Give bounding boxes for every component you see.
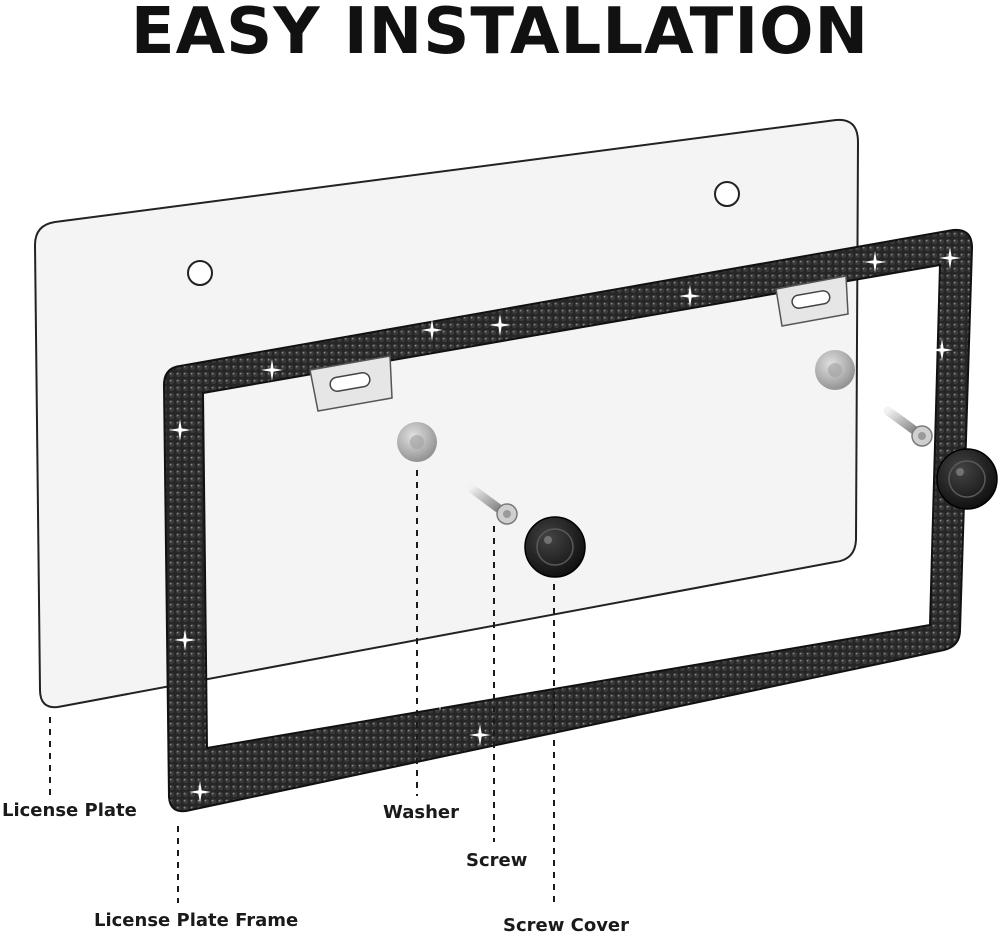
license-plate bbox=[35, 120, 858, 707]
washer-left bbox=[397, 422, 437, 462]
screw-cover-right bbox=[937, 449, 997, 509]
plate-mounting-hole-right bbox=[715, 182, 739, 206]
screw-cover-center bbox=[525, 517, 585, 577]
license-plate-frame-label: License Plate Frame bbox=[94, 910, 298, 931]
washer-label: Washer bbox=[383, 802, 459, 823]
plate-mounting-hole-left bbox=[188, 261, 212, 285]
washer-right bbox=[815, 350, 855, 390]
screw-cover-label: Screw Cover bbox=[503, 915, 629, 936]
screw-right bbox=[888, 411, 932, 446]
screw-label: Screw bbox=[466, 850, 527, 871]
license-plate-label: License Plate bbox=[2, 800, 137, 821]
